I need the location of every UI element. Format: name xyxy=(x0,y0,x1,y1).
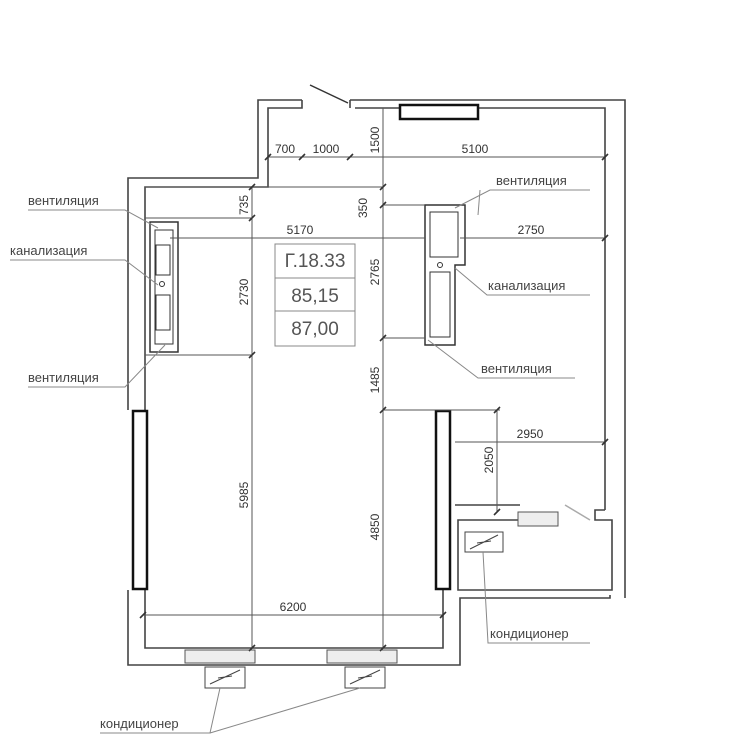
dim-5985: 5985 xyxy=(237,481,251,508)
window-top xyxy=(398,103,480,121)
apartment-info-box: Г.18.33 85,15 87,00 xyxy=(274,243,356,347)
apartment-area-living: 85,15 xyxy=(291,286,339,307)
apartment-area-total: 87,00 xyxy=(291,319,339,340)
dim-6200: 6200 xyxy=(280,600,307,614)
ac-unit-icon xyxy=(464,531,504,553)
dimension-labels: 700 1000 5100 5170 2750 2950 6200 1500 3… xyxy=(237,126,545,614)
dim-2950: 2950 xyxy=(517,427,544,441)
ac-unit-icon xyxy=(204,666,246,689)
label-vent-left-top: вентиляция xyxy=(28,193,99,208)
ac-unit-icons xyxy=(204,531,504,689)
label-vent-right-bottom: вентиляция xyxy=(481,361,552,376)
door-swing xyxy=(309,84,349,104)
label-ac-right: кондиционер xyxy=(490,626,569,641)
window-bottom-left xyxy=(184,649,256,664)
dim-700: 700 xyxy=(275,142,295,156)
dim-1000: 1000 xyxy=(313,142,340,156)
dim-1500: 1500 xyxy=(368,126,382,153)
dim-2730: 2730 xyxy=(237,278,251,305)
shaft-left xyxy=(149,221,179,353)
window-left xyxy=(131,409,149,591)
dim-2765: 2765 xyxy=(368,258,382,285)
shaft-right xyxy=(424,204,466,346)
leader-lines xyxy=(10,189,590,734)
dimension-lines xyxy=(139,108,609,652)
apartment-code: Г.18.33 xyxy=(285,251,346,272)
dim-4850: 4850 xyxy=(368,513,382,540)
ac-unit-icon xyxy=(344,666,386,689)
window-right xyxy=(434,409,452,591)
label-vent-right-top: вентиляция xyxy=(496,173,567,188)
label-sewer-left: канализация xyxy=(10,243,87,258)
dim-5170: 5170 xyxy=(287,223,314,237)
label-ac-bottom: кондиционер xyxy=(100,716,179,731)
window-bottom-right xyxy=(326,649,398,664)
balcony-door-swing xyxy=(564,504,591,521)
label-sewer-right: канализация xyxy=(488,278,565,293)
dim-735: 735 xyxy=(237,195,251,215)
dim-2750: 2750 xyxy=(518,223,545,237)
label-vent-left-bottom: вентиляция xyxy=(28,370,99,385)
dim-5100: 5100 xyxy=(462,142,489,156)
dim-350: 350 xyxy=(356,198,370,218)
annotation-labels: вентиляция канализация вентиляция вентил… xyxy=(10,173,569,731)
dim-1485: 1485 xyxy=(368,366,382,393)
dim-2050: 2050 xyxy=(482,446,496,473)
window-balcony xyxy=(517,511,559,527)
